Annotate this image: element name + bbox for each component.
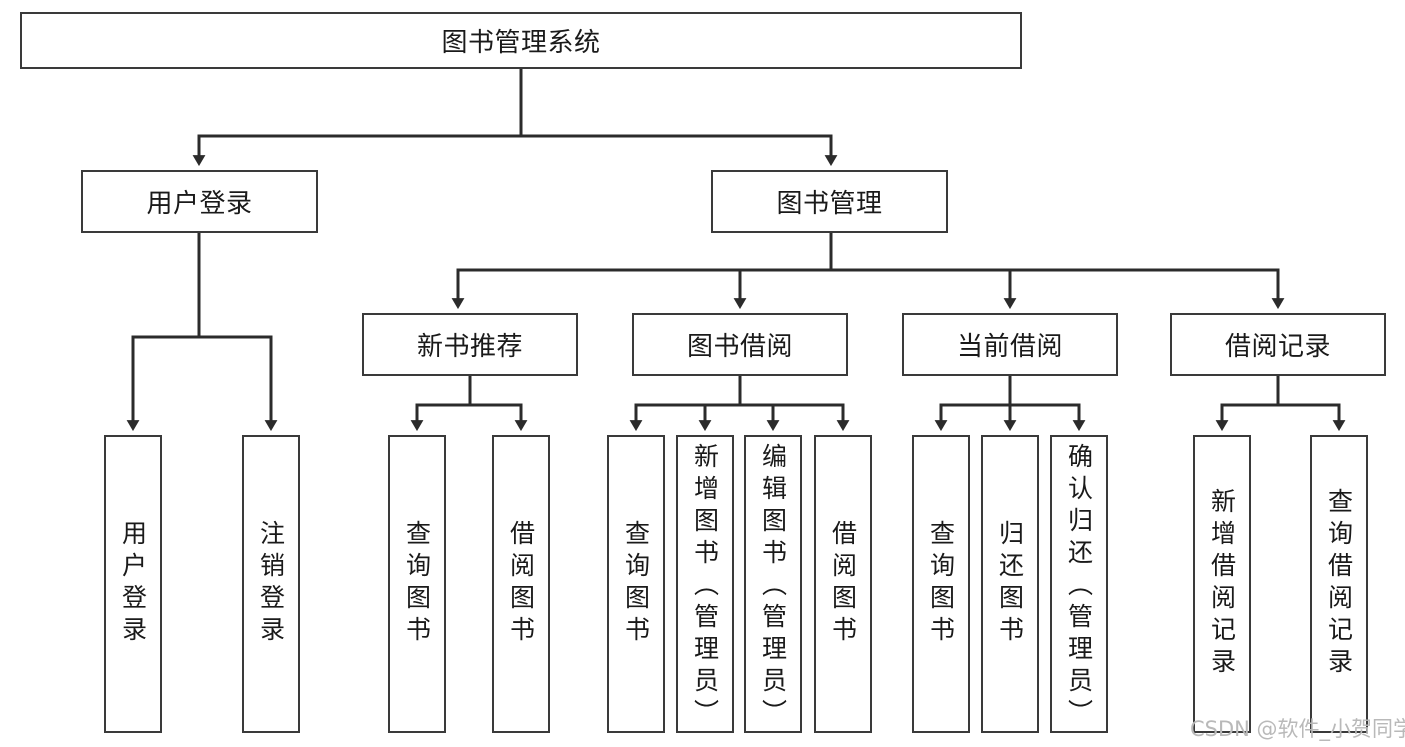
leaf-borrow-add-book-admin[interactable]: 新增图书（管理员）: [676, 435, 734, 733]
leaf-current-confirm-return-admin[interactable]: 确认归还（管理员）: [1050, 435, 1108, 733]
leaf-borrow-query-book[interactable]: 查询图书: [607, 435, 665, 733]
leaf-borrow-borrow-book[interactable]: 借阅图书: [814, 435, 872, 733]
leaf-record-add-record[interactable]: 新增借阅记录: [1193, 435, 1251, 733]
node-root-library-system[interactable]: 图书管理系统: [20, 12, 1022, 69]
node-book-borrow[interactable]: 图书借阅: [632, 313, 848, 376]
node-borrow-record[interactable]: 借阅记录: [1170, 313, 1386, 376]
node-user-login[interactable]: 用户登录: [81, 170, 318, 233]
leaf-user-login-login[interactable]: 用户登录: [104, 435, 162, 733]
leaf-record-query-record[interactable]: 查询借阅记录: [1310, 435, 1368, 733]
leaf-new-book-query[interactable]: 查询图书: [388, 435, 446, 733]
leaf-current-query-book[interactable]: 查询图书: [912, 435, 970, 733]
leaf-borrow-edit-book-admin[interactable]: 编辑图书（管理员）: [744, 435, 802, 733]
watermark-csdn: CSDN @软件_小贺同学: [1190, 717, 1405, 741]
leaf-current-return-book[interactable]: 归还图书: [981, 435, 1039, 733]
leaf-user-login-logout[interactable]: 注销登录: [242, 435, 300, 733]
node-current-borrow[interactable]: 当前借阅: [902, 313, 1118, 376]
node-new-book-recommend[interactable]: 新书推荐: [362, 313, 578, 376]
node-book-management[interactable]: 图书管理: [711, 170, 948, 233]
leaf-new-book-borrow[interactable]: 借阅图书: [492, 435, 550, 733]
